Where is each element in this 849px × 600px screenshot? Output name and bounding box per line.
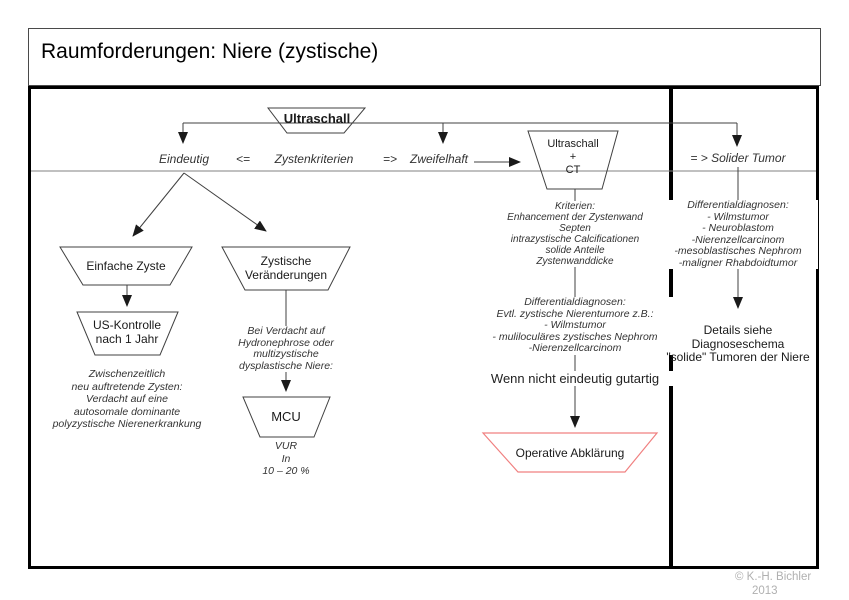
- note-differentialdiagnosen-mitte: Differentialdiagnosen: Evtl. zystische N…: [470, 296, 680, 355]
- operative-abklaerung-label: Operative Abklärung: [515, 446, 625, 460]
- page-title: Raumforderungen: Niere (zystische): [41, 40, 379, 63]
- operator-left: <=: [235, 152, 250, 166]
- arrow-to-einfache-zyste: [132, 172, 185, 237]
- note-differentialdiagnosen-rechts: Differentialdiagnosen: - Wilmstumor - Ne…: [658, 199, 818, 269]
- note-zwischenzeitlich: Zwischenzeitlich neu auftretende Zysten:…: [52, 368, 202, 430]
- solider-tumor-label: = > Solider Tumor: [690, 151, 786, 165]
- arrow-to-zystische: [183, 172, 267, 232]
- us-ct-box: [527, 130, 619, 190]
- copyright-year: 2013: [752, 585, 778, 597]
- operator-right: =>: [382, 152, 397, 166]
- zystenkriterien-label: Zystenkriterien: [274, 152, 354, 166]
- zystische-veraenderungen-label: Zystische Veränderungen: [244, 254, 328, 282]
- us-kontrolle-label: US-Kontrolle nach 1 Jahr: [92, 318, 162, 346]
- einfache-zyste-box: [59, 246, 193, 286]
- note-bei-verdacht: Bei Verdacht auf Hydronephrose oder mult…: [221, 325, 351, 372]
- note-vur: VUR In 10 – 20 %: [262, 440, 310, 477]
- note-kriterien: Kriterien: Enhancement der Zystenwand Se…: [485, 201, 665, 267]
- us-ct-label: Ultraschall + CT: [547, 138, 599, 176]
- copyright-line: © K.-H. Bichler: [735, 571, 812, 583]
- zystische-veraenderungen-box: [221, 246, 351, 291]
- title-bar: Raumforderungen: Niere (zystische): [28, 28, 821, 86]
- main-frame: [28, 86, 819, 569]
- ultraschall-box: [266, 107, 367, 134]
- us-kontrolle-box: [76, 311, 179, 356]
- eindeutig-label: Eindeutig: [158, 152, 210, 166]
- zweifelhaft-label: Zweifelhaft: [409, 152, 469, 166]
- note-details-siehe: Details siehe Diagnoseschema "solide" Tu…: [666, 323, 810, 364]
- einfache-zyste-label: Einfache Zyste: [86, 259, 166, 273]
- wenn-nicht-gutartig-label: Wenn nicht eindeutig gutartig: [465, 371, 685, 386]
- mcu-label: MCU: [271, 409, 301, 424]
- mcu-box: [242, 396, 331, 438]
- ultraschall-label: Ultraschall: [283, 111, 351, 126]
- operative-abklaerung-box: [481, 432, 659, 473]
